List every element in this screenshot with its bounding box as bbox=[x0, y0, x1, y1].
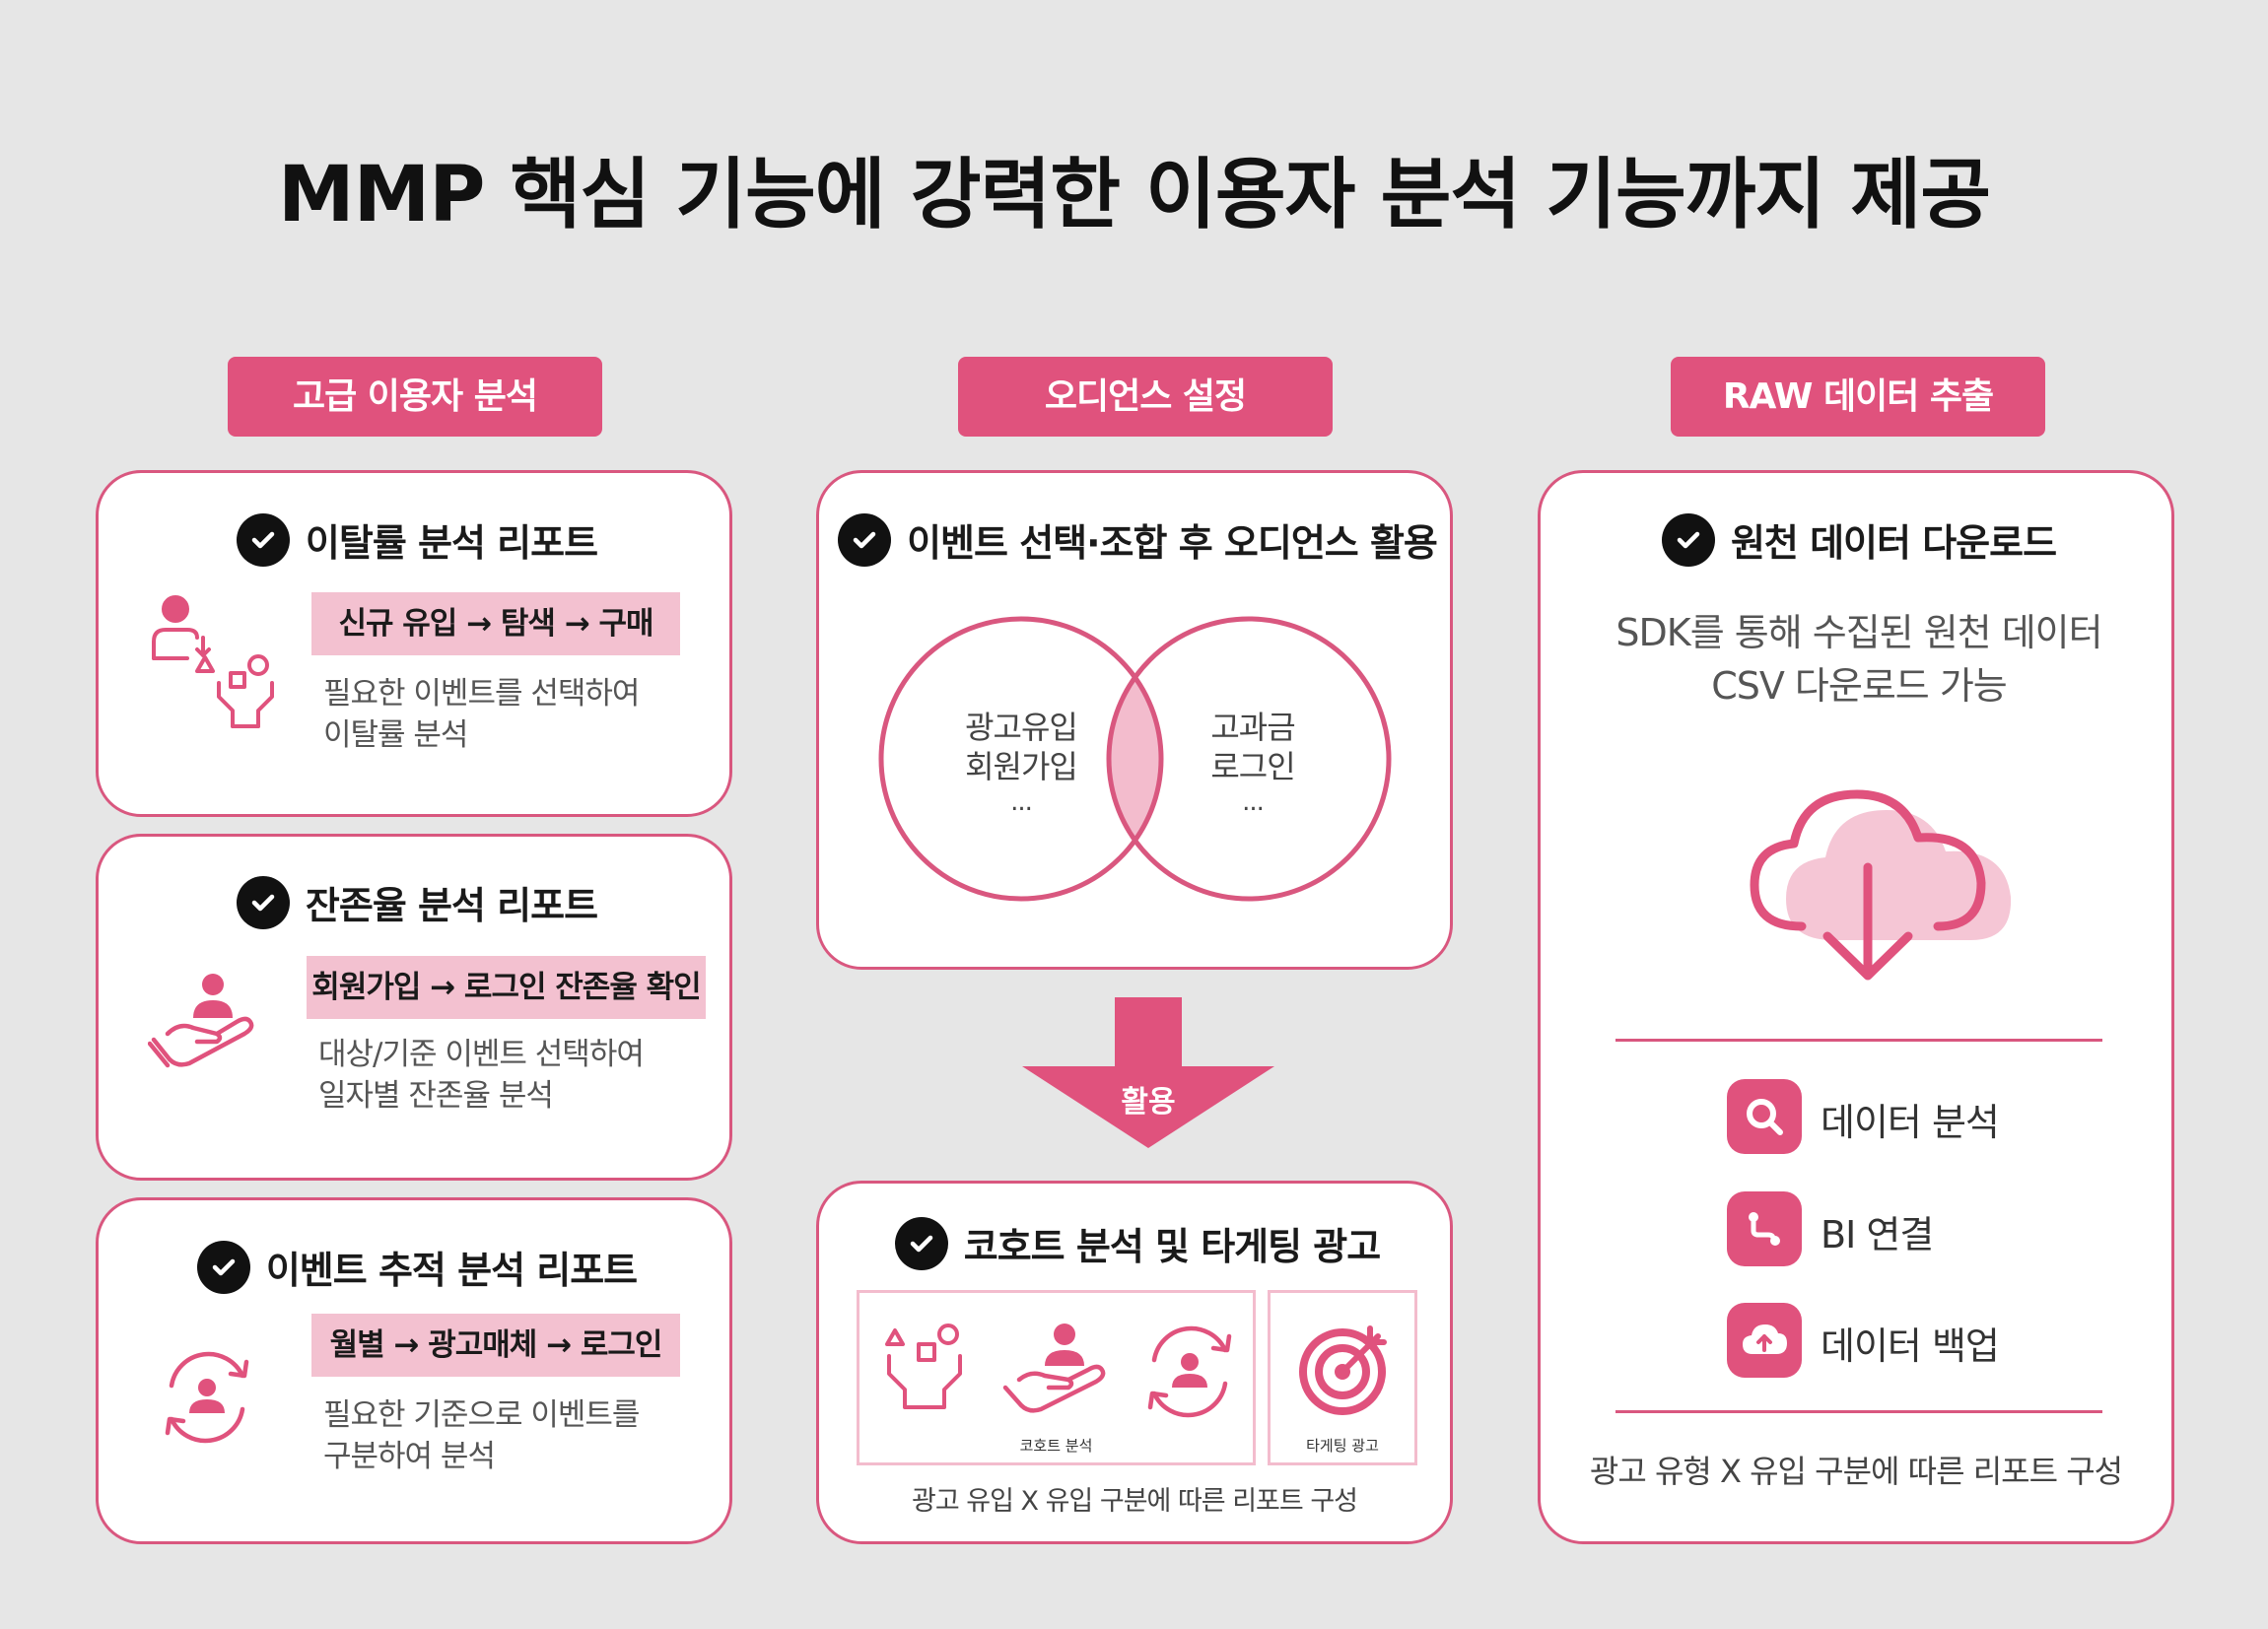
venn-left-item-2: 회원가입 bbox=[965, 748, 1078, 785]
retention-desc-line2: 일자별 잔존율 분석 bbox=[318, 1078, 554, 1114]
targeting-ad-label: 타게팅 광고 bbox=[1306, 1437, 1379, 1455]
event-tracking-report-card: 이벤트 추적 분석 리포트 월별 → 광고매체 → 로그인 필요한 기준으로 이… bbox=[96, 1197, 732, 1544]
page-title: MMP 핵심 기능에 강력한 이용자 분석 기능까지 제공 bbox=[278, 151, 1991, 239]
raw-data-title: 원천 데이터 다운로드 bbox=[1541, 512, 2177, 567]
churn-report-card: 이탈률 분석 리포트 신규 유입 → 탐색 → 구매 필요한 이벤트를 선택하여… bbox=[96, 470, 732, 817]
venn-right-item-2: 로그인 bbox=[1210, 748, 1295, 785]
feature-bi-connect: BI 연결 bbox=[1821, 1213, 1934, 1256]
venn-left-item-3: ... bbox=[1010, 787, 1033, 817]
check-icon bbox=[196, 1240, 250, 1294]
section-header-audience: 오디언스 설정 bbox=[958, 357, 1333, 437]
churn-desc-line1: 필요한 이벤트를 선택하여 bbox=[323, 676, 640, 712]
cohort-title: 코호트 분석 및 타게팅 광고 bbox=[819, 1216, 1456, 1270]
check-icon bbox=[1661, 512, 1715, 567]
raw-data-desc-line2: CSV 다운로드 가능 bbox=[1711, 664, 2008, 708]
raw-data-footer: 광고 유형 X 유입 구분에 따른 리포트 구성 bbox=[1589, 1453, 2123, 1490]
audience-title: 이벤트 선택·조합 후 오디언스 활용 bbox=[819, 512, 1456, 567]
retention-report-card: 잔존율 분석 리포트 회원가입 → 로그인 잔존율 확인 대상/기준 이벤트 선… bbox=[96, 834, 732, 1181]
cohort-analysis-label: 코호트 분석 bbox=[1019, 1437, 1093, 1455]
event-tracking-report-title: 이벤트 추적 분석 리포트 bbox=[99, 1240, 735, 1294]
cloud-download-icon bbox=[1750, 789, 2012, 981]
feature-data-analysis: 데이터 분석 bbox=[1821, 1101, 2000, 1144]
user-funnel-icon bbox=[885, 1324, 962, 1409]
route-icon bbox=[1727, 1191, 1802, 1266]
cycle-user-icon bbox=[165, 1351, 249, 1444]
targeting-ad-box: 타게팅 광고 bbox=[1268, 1290, 1417, 1465]
down-arrow bbox=[1022, 997, 1274, 1148]
feature-data-backup: 데이터 백업 bbox=[1821, 1324, 2000, 1368]
audience-card: 이벤트 선택·조합 후 오디언스 활용 광고유입 회원가입 ... 고과금 로그… bbox=[816, 470, 1453, 970]
target-icon bbox=[1299, 1325, 1387, 1415]
section-header-advanced-analysis: 고급 이용자 분석 bbox=[228, 357, 602, 437]
cycle-user-icon bbox=[1147, 1325, 1232, 1418]
section-header-raw-data: RAW 데이터 추출 bbox=[1671, 357, 2045, 437]
cohort-card: 코호트 분석 및 타게팅 광고 bbox=[816, 1181, 1453, 1544]
user-funnel-icon bbox=[152, 595, 274, 728]
retention-report-title: 잔존율 분석 리포트 bbox=[99, 875, 735, 929]
venn-left-item-1: 광고유입 bbox=[965, 709, 1078, 746]
retention-desc-line1: 대상/기준 이벤트 선택하여 bbox=[318, 1037, 645, 1072]
churn-desc-line2: 이탈률 분석 bbox=[323, 717, 468, 753]
venn-diagram bbox=[878, 616, 1392, 902]
venn-right-item-1: 고과금 bbox=[1210, 709, 1295, 746]
event-tracking-flow: 월별 → 광고매체 → 로그인 bbox=[311, 1314, 680, 1377]
venn-right-item-3: ... bbox=[1242, 787, 1265, 817]
check-icon bbox=[894, 1216, 948, 1270]
churn-flow: 신규 유입 → 탐색 → 구매 bbox=[311, 592, 680, 655]
retention-flow: 회원가입 → 로그인 잔존율 확인 bbox=[307, 956, 706, 1019]
arrow-label: 활용 bbox=[1121, 1085, 1176, 1120]
cohort-footer: 광고 유입 X 유입 구분에 따른 리포트 구성 bbox=[911, 1486, 1358, 1517]
divider-top bbox=[1615, 1039, 2102, 1042]
hand-user-icon bbox=[148, 974, 254, 1068]
check-icon bbox=[236, 875, 290, 929]
cloud-upload-icon bbox=[1727, 1303, 1802, 1378]
churn-report-title: 이탈률 분석 리포트 bbox=[99, 512, 735, 567]
hand-user-icon bbox=[1002, 1324, 1106, 1413]
cohort-analysis-box: 코호트 분석 bbox=[857, 1290, 1256, 1465]
raw-data-card: 원천 데이터 다운로드 SDK를 통해 수집된 원천 데이터 CSV 다운로드 … bbox=[1538, 470, 2174, 1544]
event-tracking-desc-line2: 구분하여 분석 bbox=[323, 1439, 496, 1474]
check-icon bbox=[236, 512, 290, 567]
event-tracking-desc-line1: 필요한 기준으로 이벤트를 bbox=[323, 1397, 640, 1433]
divider-bottom bbox=[1615, 1410, 2102, 1413]
search-icon bbox=[1727, 1079, 1802, 1154]
check-icon bbox=[838, 512, 892, 567]
raw-data-desc-line1: SDK를 통해 수집된 원천 데이터 bbox=[1615, 611, 2102, 654]
